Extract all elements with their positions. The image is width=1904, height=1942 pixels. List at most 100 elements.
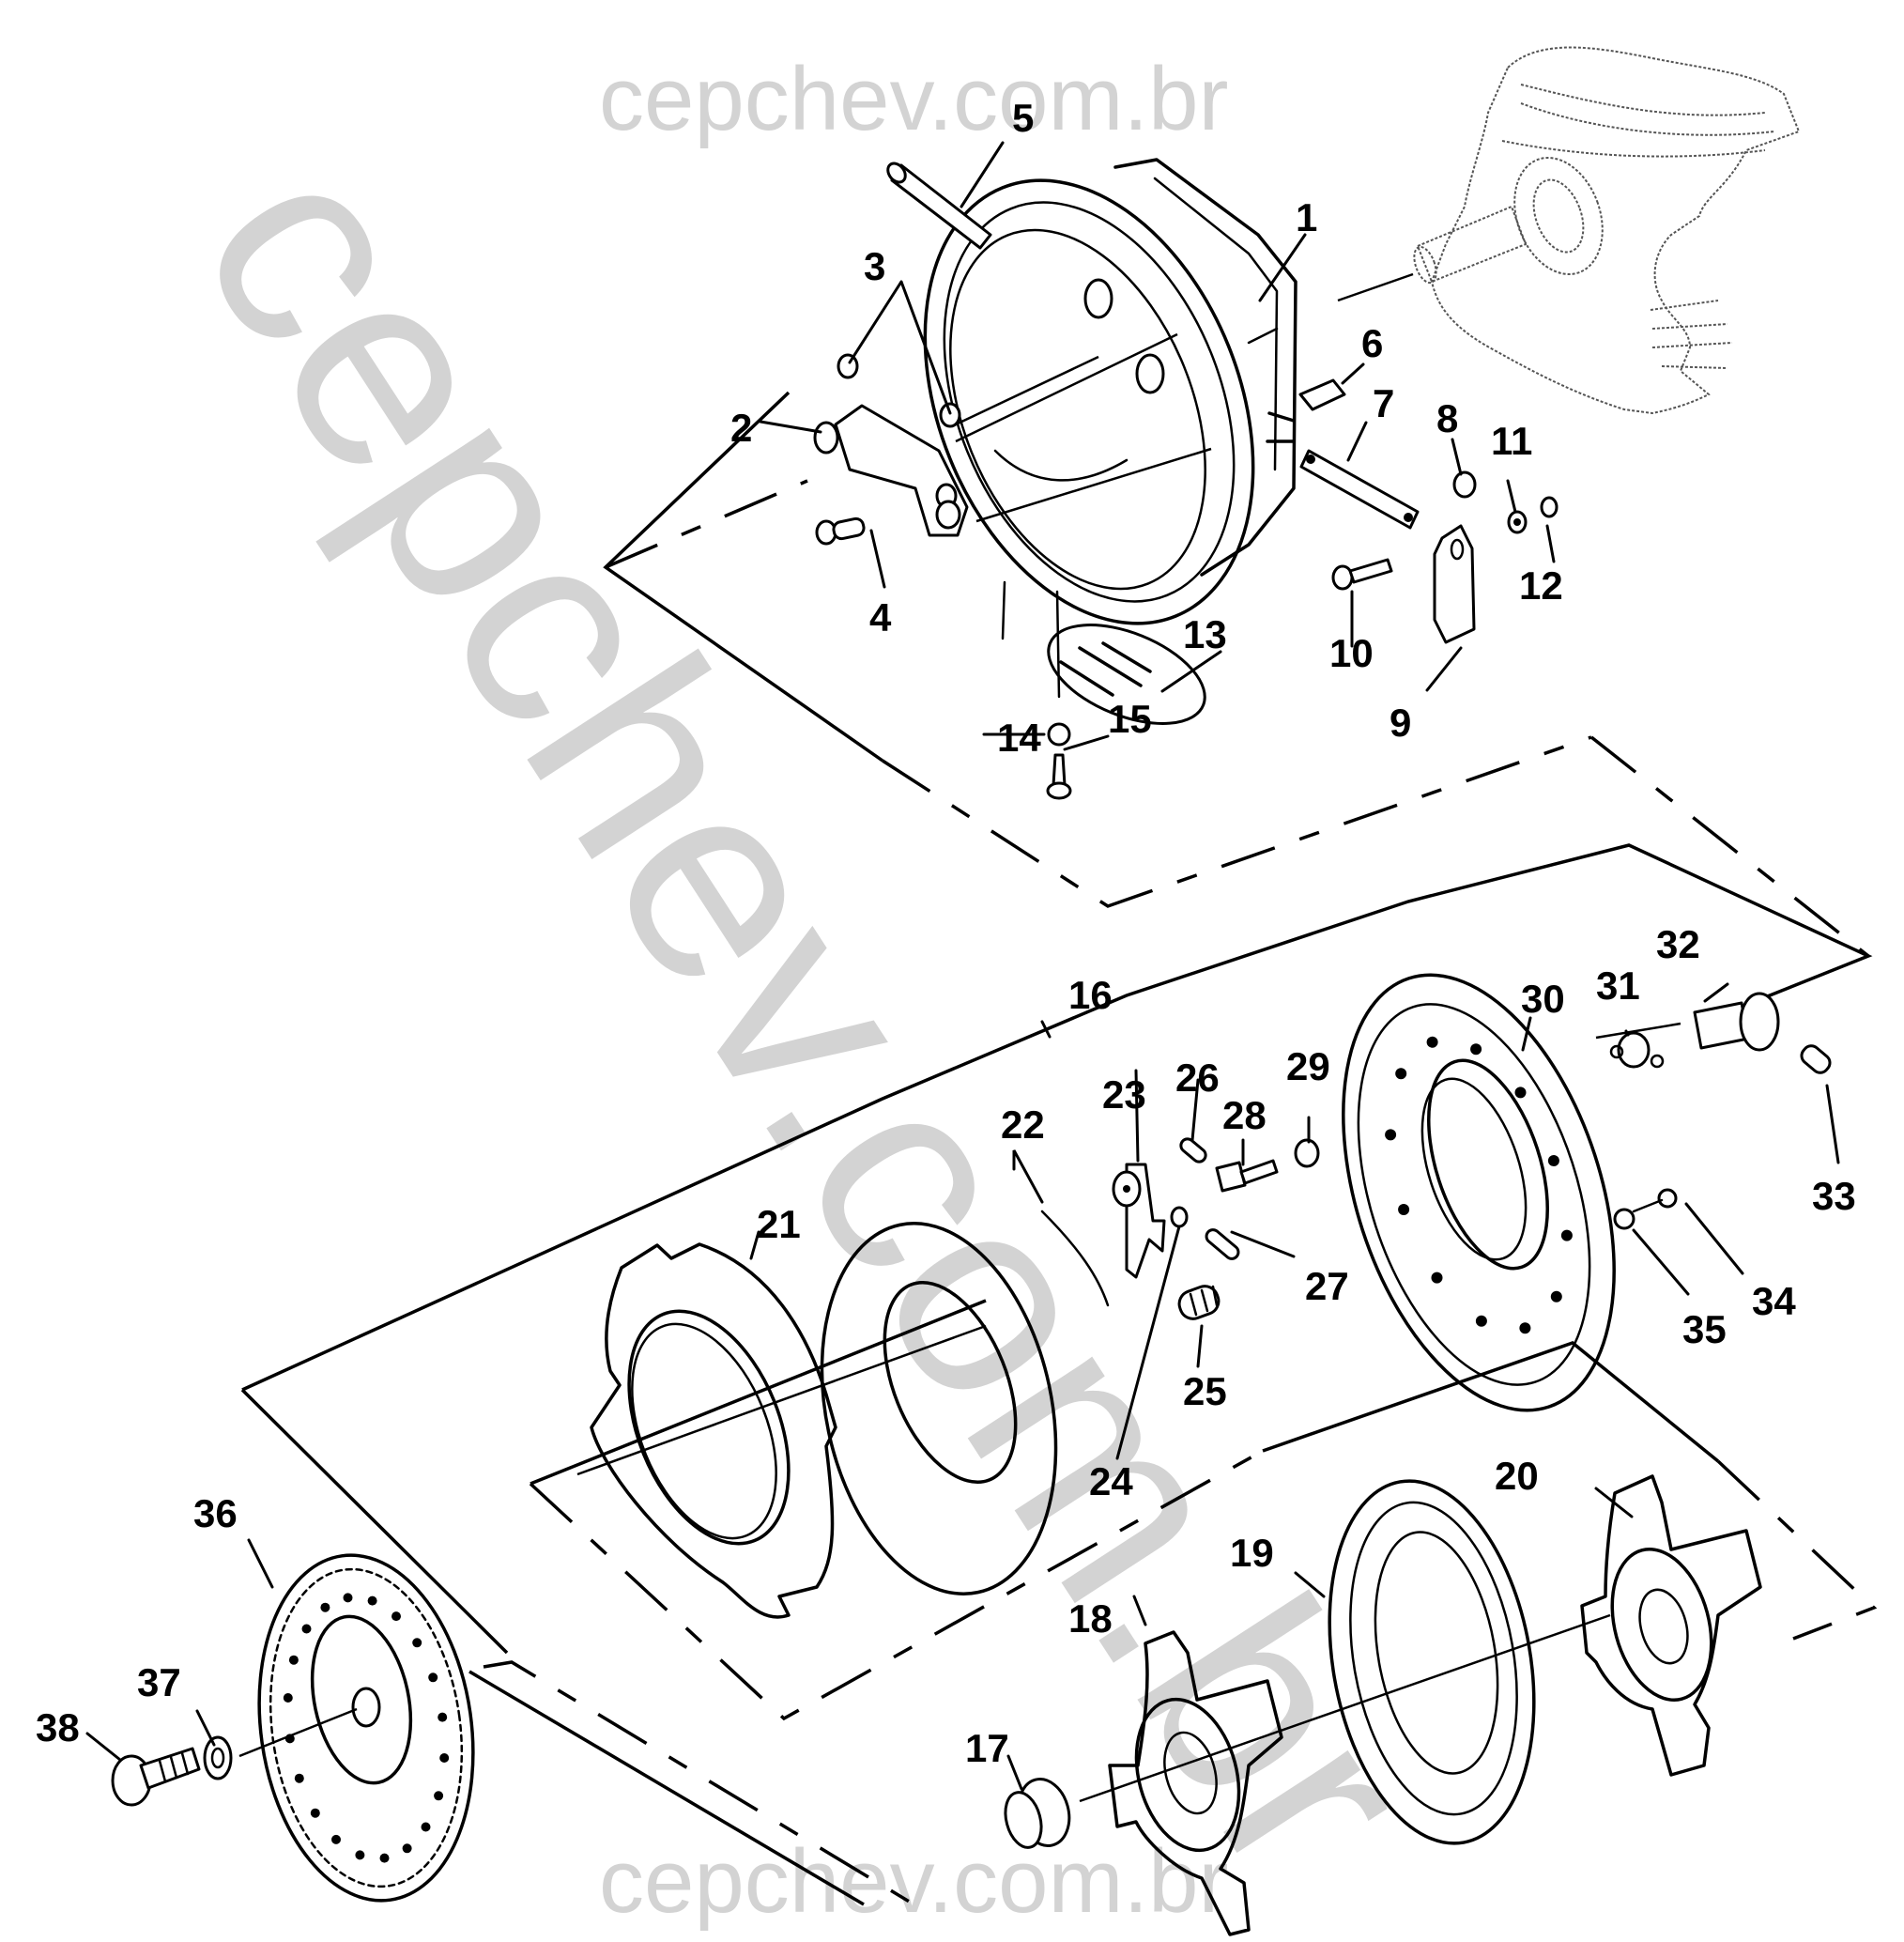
cover-bolt-hole <box>1560 1229 1573 1241</box>
part-front-drive-plate <box>1108 1630 1283 1936</box>
part-adjusting-nut <box>1112 1138 1320 1208</box>
part-pressure-spring <box>1177 1285 1221 1320</box>
part-lever-roller-pin <box>1179 1137 1207 1164</box>
cover-bolt-hole <box>1395 1068 1407 1080</box>
part-adjusting-ring <box>1693 992 1780 1052</box>
part-pressure-plate <box>590 1242 837 1619</box>
flywheel-hole <box>438 1712 448 1722</box>
part-inspection-cover <box>1001 580 1206 725</box>
part-small-nut <box>1540 496 1559 518</box>
cover-bolt-hole <box>1547 1155 1559 1166</box>
callout-16: 16 <box>1068 973 1113 1017</box>
flywheel-hole <box>428 1672 438 1683</box>
flywheel-hole <box>379 1853 390 1863</box>
flywheel-hole <box>283 1693 293 1703</box>
part-rear-drive-plate <box>1580 1474 1762 1777</box>
callout-15: 15 <box>1108 697 1152 741</box>
callout-29: 29 <box>1286 1044 1330 1088</box>
callout-13: 13 <box>1183 612 1227 656</box>
callout-7: 7 <box>1373 381 1394 425</box>
callout-18: 18 <box>1068 1596 1113 1641</box>
callout-2: 2 <box>730 406 752 450</box>
flywheel-holes <box>283 1593 450 1863</box>
flywheel-hole <box>421 1822 431 1832</box>
callout-32: 32 <box>1656 922 1700 966</box>
cover-bolt-hole <box>1514 1087 1527 1099</box>
callout-6: 6 <box>1361 321 1383 365</box>
cover-bolt-hole <box>1550 1290 1562 1302</box>
cover-bolt-hole <box>1398 1204 1410 1215</box>
cover-bolt-holes <box>1385 1036 1573 1334</box>
transmission-outline-illustration <box>1413 46 1801 415</box>
callout-31: 31 <box>1596 963 1640 1008</box>
callout-37: 37 <box>137 1660 181 1704</box>
flywheel-hole <box>392 1611 401 1622</box>
callout-19: 19 <box>1230 1531 1274 1575</box>
assembly-outlines <box>240 391 1878 1913</box>
callout-27: 27 <box>1305 1264 1349 1308</box>
part-lever-plate <box>1433 524 1476 644</box>
part-cover-lock-washer <box>1613 1208 1635 1230</box>
cover-bolt-hole <box>1475 1315 1487 1327</box>
callout-20: 20 <box>1495 1454 1539 1498</box>
part-cover-screw <box>1046 753 1072 800</box>
part-flywheel-washer <box>203 1735 233 1780</box>
part-eyebolt-pin <box>1205 1228 1240 1260</box>
part-housing-bolt <box>1298 378 1346 411</box>
callout-3: 3 <box>864 244 885 288</box>
part-flywheel-ring-gear <box>257 1553 475 1903</box>
cover-bolt-hole <box>1426 1036 1438 1048</box>
flywheel-hole <box>367 1595 377 1606</box>
callout-4: 4 <box>869 595 892 640</box>
callout-8: 8 <box>1436 396 1458 440</box>
flywheel-hole <box>310 1808 320 1818</box>
part-bracket-screws <box>837 353 961 428</box>
part-lubrication-fitting <box>1800 1044 1832 1074</box>
part-intermediate-plate <box>1328 1479 1536 1845</box>
part-lever-strut <box>1215 1159 1279 1193</box>
part-lever-bolt <box>1331 558 1393 591</box>
flywheel-hole <box>343 1593 353 1603</box>
callout-5: 5 <box>1012 96 1034 140</box>
watermark-top: cepchev.com.br <box>599 49 1229 149</box>
leader-lines <box>85 141 1840 1791</box>
callout-11: 11 <box>1491 419 1532 463</box>
cover-bolt-hole <box>1431 1272 1443 1284</box>
callout-24: 24 <box>1089 1459 1133 1503</box>
part-back-plate-ring <box>820 1210 1110 1595</box>
callout-9: 9 <box>1390 701 1411 745</box>
flywheel-hole <box>434 1791 444 1801</box>
callout-33: 33 <box>1812 1174 1856 1218</box>
part-link-rod <box>1299 449 1420 530</box>
cover-bolt-hole <box>1470 1043 1482 1056</box>
part-clutch-housing <box>923 158 1297 625</box>
part-lock-plate <box>1609 1031 1665 1069</box>
callout-10: 10 <box>1329 631 1374 675</box>
callout-22: 22 <box>1001 1102 1045 1147</box>
flywheel-hole <box>402 1843 412 1854</box>
callout-36: 36 <box>193 1491 238 1535</box>
part-pilot-bushing <box>1004 1778 1071 1849</box>
flywheel-hole <box>288 1655 299 1665</box>
cover-bolt-hole <box>1519 1322 1531 1334</box>
callout-17: 17 <box>965 1726 1009 1770</box>
flywheel-hole <box>331 1834 341 1844</box>
part-bracket-bolt <box>815 516 866 546</box>
part-release-shaft <box>886 162 992 250</box>
callout-14: 14 <box>997 716 1041 760</box>
part-lock-washer <box>1507 510 1528 534</box>
flywheel-hole <box>355 1850 365 1860</box>
part-cover-washer <box>1047 722 1071 747</box>
callout-26: 26 <box>1175 1056 1220 1100</box>
flywheel-hole <box>439 1753 450 1763</box>
part-release-fork-bracket <box>813 404 969 537</box>
part-clutch-cover <box>1342 973 1616 1412</box>
part-lever-pin <box>1170 1206 1189 1228</box>
callout-21: 21 <box>757 1202 801 1246</box>
watermark-bottom: cepchev.com.br <box>599 1831 1229 1932</box>
flywheel-hole <box>412 1638 422 1648</box>
callout-28: 28 <box>1222 1093 1267 1137</box>
callout-23: 23 <box>1102 1072 1146 1117</box>
centerlines <box>238 272 1681 1803</box>
